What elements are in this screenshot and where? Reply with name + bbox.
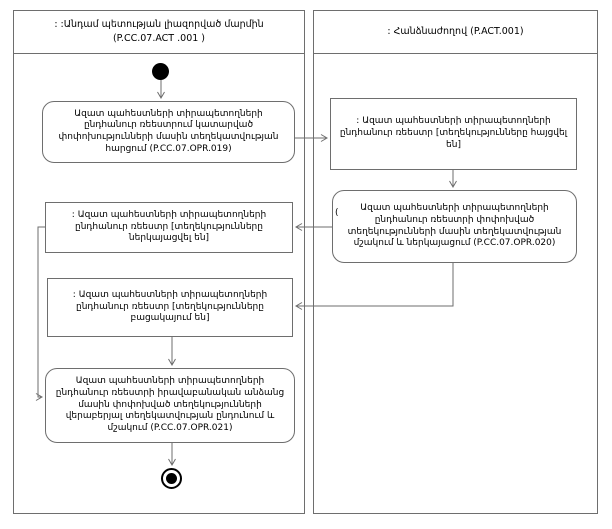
- object-registry-absent: : Ազատ պահեստների տիրապետողների ընդհանու…: [47, 278, 293, 337]
- object-registry-presented-label: : Ազատ պահեստների տիրապետողների ընդհանու…: [71, 209, 267, 244]
- swimlane-member-state-code: (P.CC.07.ACT .001 ): [112, 33, 206, 44]
- object-registry-requested-label: : Ազատ պահեստների տիրապետողների ընդհանու…: [339, 116, 568, 150]
- swimlane-member-state-header: : :Անդամ պետության լիազորված մարմին (P.C…: [14, 11, 304, 54]
- stray-parenthesis-mark: (: [335, 208, 339, 218]
- action-request-info-opr019: Ազատ պահեստների տիրապետողների ընդհանուր …: [42, 101, 295, 163]
- swimlane-commission-header: : Հանձնաժողով (P.ACT.001): [314, 11, 597, 54]
- action-request-info-opr019-label: Ազատ պահեստների տիրապետողների ընդհանուր …: [58, 108, 279, 154]
- swimlane-commission-title: : Հանձնաժողով (P.ACT.001): [387, 26, 524, 38]
- connector-registry-presented-to-opr021: [35, 226, 45, 401]
- action-receive-process-opr021-label: Ազատ պահեստների տիրապետողների ընդհանուր …: [55, 376, 285, 434]
- final-node: [161, 468, 182, 489]
- object-registry-presented: : Ազատ պահեստների տիրապետողների ընդհանու…: [45, 202, 293, 253]
- swimlane-member-state-title: : :Անդամ պետության լիազորված մարմին: [54, 19, 264, 31]
- final-node-dot: [166, 473, 177, 484]
- object-registry-absent-label: : Ազատ պահեստների տիրապետողների ընդհանու…: [72, 289, 268, 324]
- object-registry-requested: : Ազատ պահեստների տիրապետողների ընդհանու…: [330, 98, 577, 170]
- action-receive-process-opr021: Ազատ պահեստների տիրապետողների ընդհանուր …: [45, 368, 295, 443]
- action-process-present-opr020: Ազատ պահեստների տիրապետողների ընդհանուր …: [332, 190, 577, 263]
- connector-opr020-to-registry-absent: [295, 263, 454, 310]
- initial-node: [152, 63, 169, 80]
- action-process-present-opr020-label: Ազատ պահեստների տիրապետողների ընդհանուր …: [347, 203, 562, 249]
